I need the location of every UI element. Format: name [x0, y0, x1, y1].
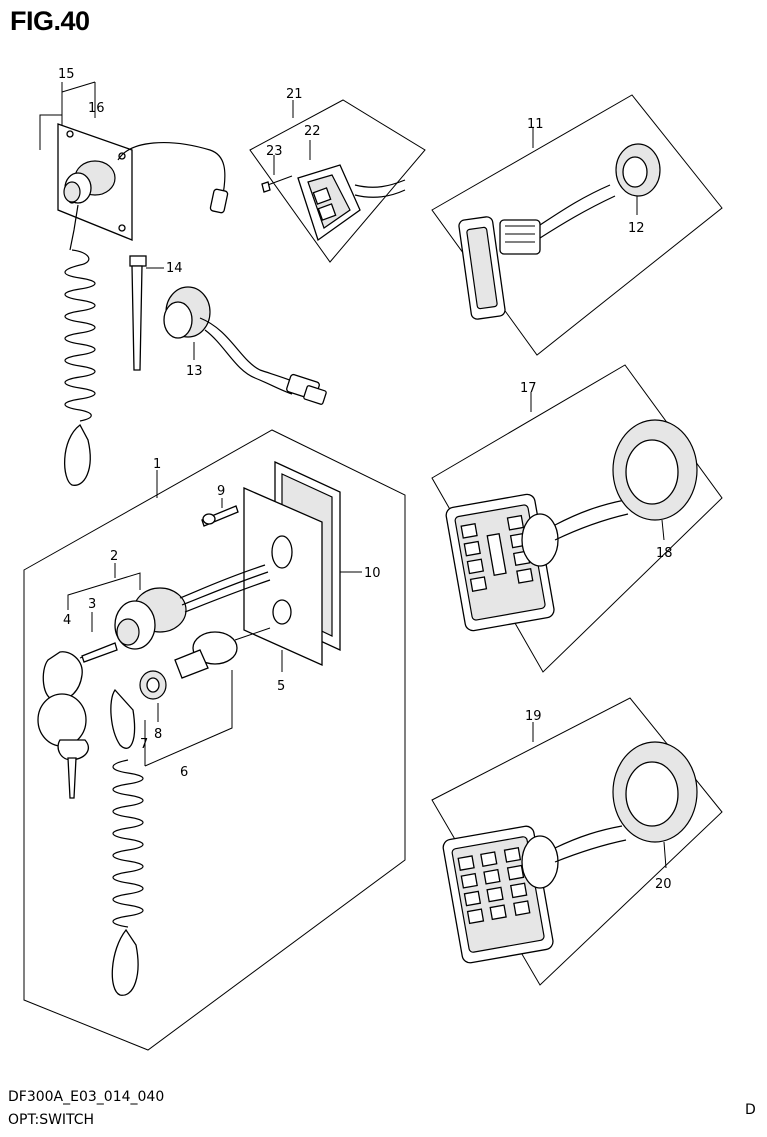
callout-11: 11: [527, 117, 544, 132]
callout-10: 10: [364, 566, 381, 581]
callout-5: 5: [277, 679, 285, 694]
callout-14: 14: [166, 261, 183, 276]
callout-15: 15: [58, 67, 75, 82]
callout-12: 12: [628, 221, 645, 236]
callout-22: 22: [304, 124, 321, 139]
group-11-panel-switch: [431, 94, 723, 356]
callout-19: 19: [525, 709, 542, 724]
callout-2: 2: [110, 549, 118, 564]
callout-3: 3: [88, 597, 96, 612]
callout-6: 6: [180, 765, 188, 780]
callout-13: 13: [186, 364, 203, 379]
figure-title: FIG.40: [10, 6, 90, 36]
diagram-code: DF300A_E03_014_040: [8, 1089, 165, 1105]
callout-21: 21: [286, 87, 303, 102]
group-19-large-panel: [431, 697, 723, 986]
callout-9: 9: [217, 484, 225, 499]
callout-labels: 15 16 21 22 23 11 12 14 13 17 1 9 18 2 1…: [58, 67, 673, 892]
callout-23: 23: [266, 144, 283, 159]
callout-7: 7: [140, 737, 148, 752]
callout-8: 8: [154, 727, 162, 742]
callout-18: 18: [656, 546, 673, 561]
plate-part-5: [243, 487, 323, 667]
lanyard-plate-assembly: [39, 81, 229, 486]
harness-switch-part-13: [163, 286, 327, 405]
diagram-subtitle: OPT:SWITCH: [8, 1112, 95, 1128]
corner-mark: D: [745, 1102, 756, 1118]
callout-4: 4: [63, 613, 71, 628]
group-17-large-panel: [431, 364, 723, 673]
group-21-rocker-switch: [249, 99, 426, 263]
group-1-ignition-kit: [23, 429, 406, 1051]
callout-1: 1: [153, 457, 161, 472]
callout-17: 17: [520, 381, 537, 396]
callout-20: 20: [655, 877, 672, 892]
callout-16: 16: [88, 101, 105, 116]
cable-tie-part-14: [129, 255, 164, 371]
